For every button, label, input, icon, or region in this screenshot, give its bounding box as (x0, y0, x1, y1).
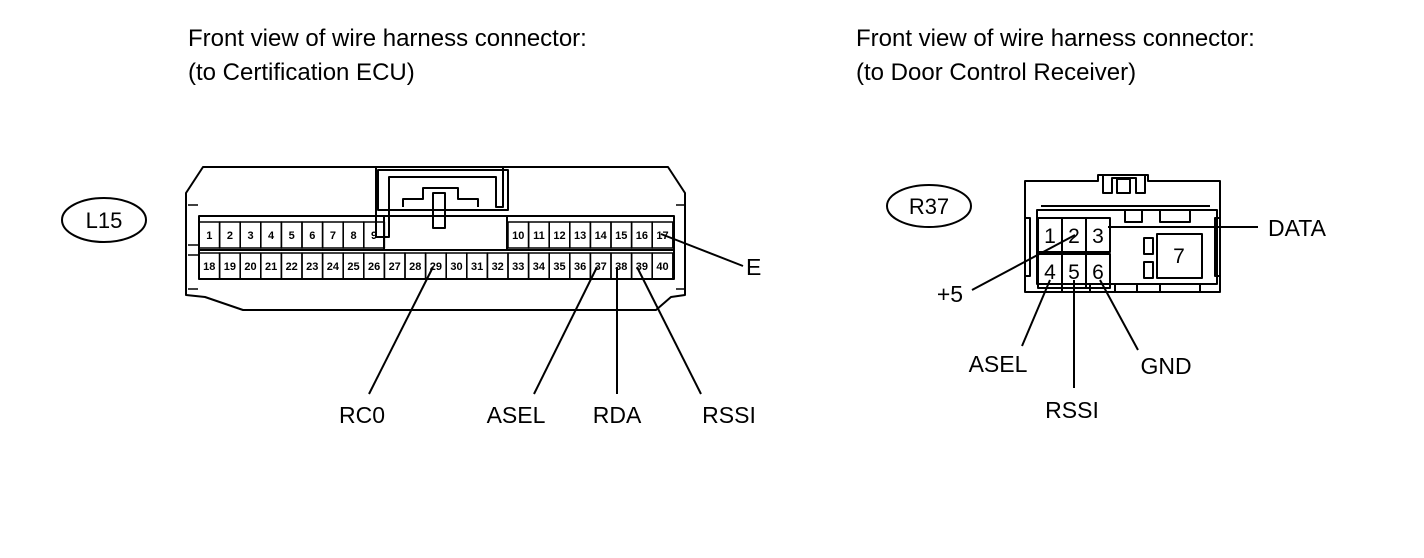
left-pin-number: 39 (636, 261, 648, 273)
right-pin-cell (1085, 253, 1111, 289)
left-pin-number: 21 (265, 261, 277, 273)
left-title-line1: Front view of wire harness connector: (188, 25, 587, 52)
left-pin-number: 40 (656, 261, 668, 273)
left-pin-number: 25 (347, 261, 359, 273)
left-pin-number: 5 (289, 230, 295, 242)
left-pin-number: 9 (371, 230, 377, 242)
left-pin-number: 17 (656, 230, 668, 242)
left-connector-side-marks (188, 204, 684, 290)
left-pin-number: 26 (368, 261, 380, 273)
left-pin-number: 29 (430, 261, 442, 273)
signal-label-data: DATA (1268, 215, 1327, 241)
left-pin-number: 11 (533, 230, 545, 242)
left-pin-number: 36 (574, 261, 586, 273)
right-pin-number: 7 (1173, 245, 1185, 268)
signal-label-rssi-right: RSSI (1045, 397, 1099, 423)
right-connector-top-slot-b (1159, 209, 1191, 223)
left-pin-number: 27 (389, 261, 401, 273)
left-pin-number: 20 (244, 261, 256, 273)
left-pin-number: 3 (247, 230, 253, 242)
left-pin-number: 23 (306, 261, 318, 273)
leader-line-rssi-left (636, 266, 702, 395)
right-connector-key-a (1143, 237, 1154, 255)
left-pin-number: 7 (330, 230, 336, 242)
left-title-line2: (to Certification ECU) (188, 59, 415, 86)
left-connector-title: Front view of wire harness connector: (t… (188, 22, 587, 90)
signal-label-e: E (746, 254, 761, 280)
right-pin-7-cell (1156, 233, 1203, 279)
leader-line-asel-right (1021, 279, 1051, 347)
left-pin-number: 33 (512, 261, 524, 273)
right-pin-number: 2 (1068, 225, 1080, 248)
left-connector-latch-tab (432, 192, 446, 229)
right-connector-id-ellipse (886, 184, 972, 228)
left-pin-number: 24 (327, 261, 340, 273)
leader-line-plus5 (971, 234, 1076, 291)
left-connector-latch-outer (377, 169, 509, 211)
right-pin-number: 4 (1044, 261, 1056, 284)
right-connector-key-b (1143, 261, 1154, 279)
signal-label-rssi-left: RSSI (702, 402, 756, 428)
leader-line-rc0 (368, 266, 434, 395)
leader-line-e (660, 233, 744, 267)
signal-label-rc0: RC0 (339, 402, 385, 428)
left-connector-lock (375, 167, 504, 238)
right-pin-number: 3 (1092, 225, 1104, 248)
left-pin-cell (363, 221, 386, 249)
left-pin-number: 31 (471, 261, 483, 273)
leader-line-gnd (1099, 279, 1139, 351)
leader-line-asel-left (533, 266, 598, 395)
left-pin-number: 30 (450, 261, 462, 273)
right-connector-id: R37 (909, 194, 949, 219)
signal-label-plus5: +5 (937, 281, 963, 307)
right-connector-title: Front view of wire harness connector: (t… (856, 22, 1255, 90)
left-pin-number: 1 (206, 230, 212, 242)
signal-label-asel-right: ASEL (969, 351, 1028, 377)
left-pin-number: 6 (309, 230, 315, 242)
right-title-line2: (to Door Control Receiver) (856, 59, 1137, 86)
left-pin-number: 12 (553, 230, 565, 242)
left-pin-number: 28 (409, 261, 421, 273)
left-pin-number: 38 (615, 261, 627, 273)
left-pin-number: 35 (553, 261, 565, 273)
right-title-line1: Front view of wire harness connector: (856, 25, 1255, 52)
right-connector-latch (1102, 175, 1146, 194)
left-connector-latch-inner (402, 187, 479, 207)
right-pin-number: 1 (1044, 225, 1056, 248)
left-pin-number: 4 (268, 230, 275, 242)
left-pin-number: 2 (227, 230, 233, 242)
right-pin-cell (1085, 217, 1111, 253)
left-pin-number: 19 (224, 261, 236, 273)
left-connector-id-ellipse (61, 197, 147, 243)
left-pin-cell (651, 252, 674, 280)
left-pin-number: 22 (286, 261, 298, 273)
right-connector-top-slot-a (1124, 209, 1143, 223)
left-connector-id: L15 (86, 208, 123, 233)
left-pin-number: 13 (574, 230, 586, 242)
left-pin-number: 8 (350, 230, 356, 242)
signal-label-rda: RDA (593, 402, 642, 428)
left-pin-number: 15 (615, 230, 627, 242)
left-pin-number: 14 (595, 230, 608, 242)
signal-label-asel-left: ASEL (487, 402, 546, 428)
left-connector-housing (185, 166, 686, 311)
left-pin-number: 32 (492, 261, 504, 273)
right-connector-latch-inner (1116, 178, 1131, 194)
left-pin-number: 10 (512, 230, 524, 242)
right-pin-number: 6 (1092, 261, 1104, 284)
left-pin-cell (651, 221, 674, 249)
left-pin-number: 18 (203, 261, 215, 273)
right-connector-side-notches (1025, 217, 1220, 277)
signal-label-gnd: GND (1140, 353, 1191, 379)
right-pin-number: 5 (1068, 261, 1080, 284)
left-pin-number: 16 (636, 230, 648, 242)
left-pin-number: 37 (595, 261, 607, 273)
left-pin-number: 34 (533, 261, 546, 273)
